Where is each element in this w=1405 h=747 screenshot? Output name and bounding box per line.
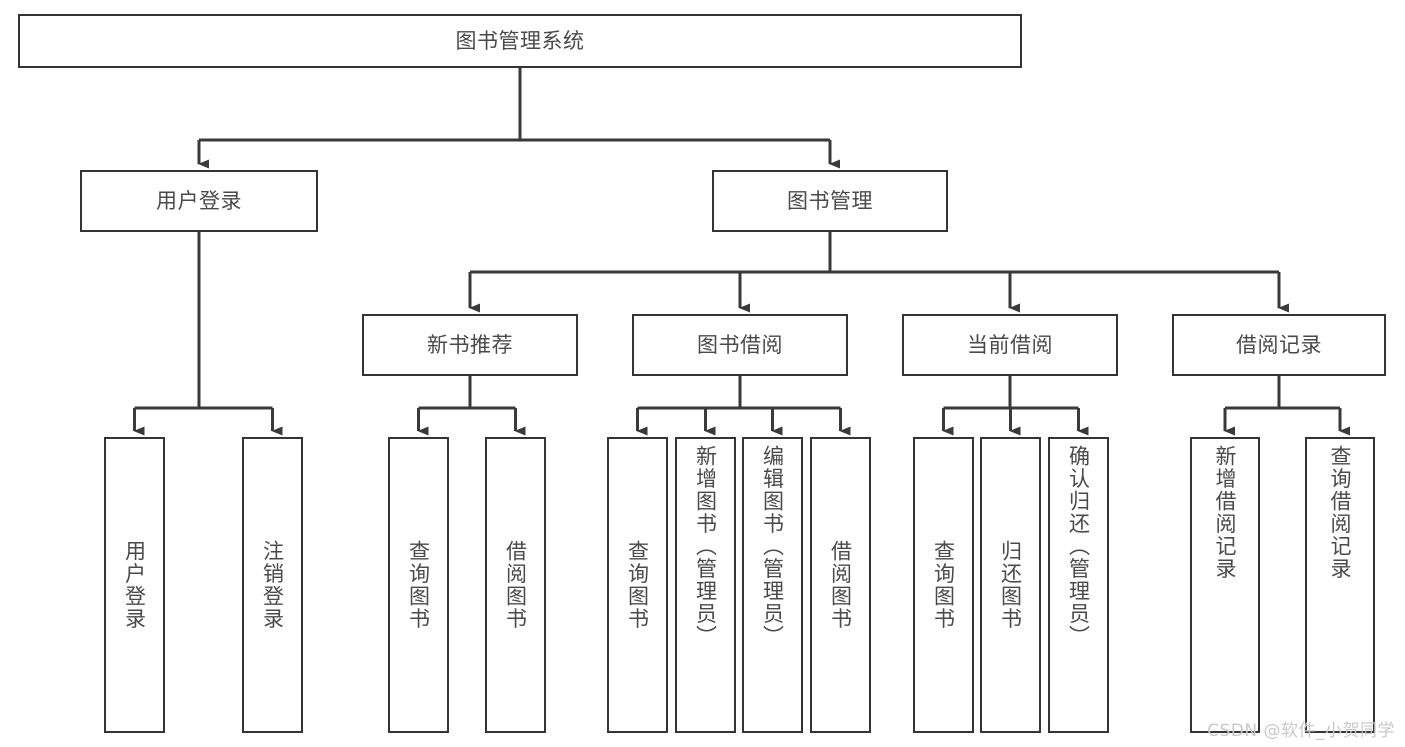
level3-node-box[interactable]: 当前借阅 [902, 314, 1118, 376]
level3-node-box[interactable]: 新书推荐 [362, 314, 578, 376]
connector-group [133, 68, 1350, 436]
leaf-node-box[interactable]: 归还图书 [980, 437, 1041, 733]
leaf-node-label: 确认归还（管理员） [1066, 445, 1091, 648]
leaf-node-box[interactable]: 确认归还（管理员） [1048, 437, 1109, 733]
leaf-node-label: 归还图书 [998, 540, 1023, 630]
leaf-node-label: 借阅图书 [828, 540, 853, 630]
level3-node-box[interactable]: 借阅记录 [1172, 314, 1386, 376]
leaf-node-box[interactable]: 编辑图书（管理员） [742, 437, 803, 733]
leaf-node-label: 查询图书 [931, 540, 956, 630]
leaf-node-label: 借阅图书 [503, 540, 528, 630]
level2-node-label: 用户登录 [156, 188, 242, 213]
leaf-node-label: 注销登录 [260, 540, 285, 630]
level3-node-label: 图书借阅 [697, 332, 783, 357]
leaf-node-box[interactable]: 新增借阅记录 [1190, 437, 1260, 733]
leaf-node-box[interactable]: 用户登录 [104, 437, 165, 733]
leaf-node-label: 查询借阅记录 [1328, 445, 1353, 580]
leaf-node-label: 查询图书 [625, 540, 650, 630]
leaf-node-box[interactable]: 借阅图书 [485, 437, 546, 733]
leaf-node-box[interactable]: 查询图书 [388, 437, 449, 733]
leaf-node-box[interactable]: 新增图书（管理员） [675, 437, 736, 733]
level3-node-label: 借阅记录 [1236, 332, 1322, 357]
leaf-node-box[interactable]: 借阅图书 [810, 437, 871, 733]
root-node-label: 图书管理系统 [455, 28, 585, 53]
leaf-node-label: 查询图书 [406, 540, 431, 630]
leaf-node-label: 编辑图书（管理员） [760, 445, 785, 648]
leaf-node-label: 新增图书（管理员） [693, 445, 718, 648]
level2-node-label: 图书管理 [787, 188, 873, 213]
leaf-node-box[interactable]: 查询借阅记录 [1305, 437, 1375, 733]
leaf-node-label: 用户登录 [122, 540, 147, 630]
level2-node-box[interactable]: 用户登录 [80, 170, 318, 232]
root-node-box[interactable]: 图书管理系统 [18, 14, 1022, 68]
level3-node-label: 新书推荐 [427, 332, 513, 357]
level2-node-box[interactable]: 图书管理 [712, 170, 948, 232]
leaf-node-box[interactable]: 查询图书 [607, 437, 668, 733]
leaf-node-box[interactable]: 注销登录 [242, 437, 303, 733]
level3-node-box[interactable]: 图书借阅 [632, 314, 848, 376]
level3-node-label: 当前借阅 [967, 332, 1053, 357]
leaf-node-label: 新增借阅记录 [1213, 445, 1238, 580]
leaf-node-box[interactable]: 查询图书 [913, 437, 974, 733]
